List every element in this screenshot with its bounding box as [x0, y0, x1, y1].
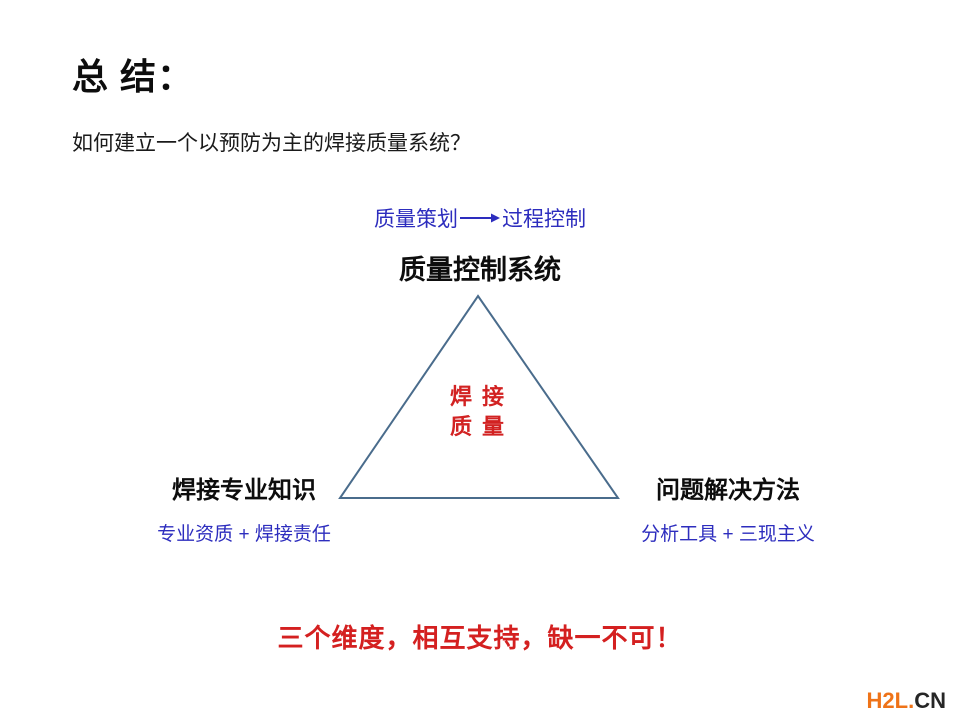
conclusion-text: 三个维度，相互支持，缺一不可！ — [277, 624, 683, 653]
corner-left-title: 焊接专业知识 — [172, 477, 316, 504]
flow-target-label: 过程控制 — [502, 208, 586, 231]
corner-left-subtitle: 专业资质 + 焊接责任 — [157, 523, 331, 545]
watermark-part-2: CN — [914, 688, 946, 713]
triangle-center-label: 焊 接 质 量 — [398, 382, 558, 443]
triangle-outline-icon — [338, 294, 620, 499]
page-subtitle: 如何建立一个以预防为主的焊接质量系统？ — [72, 132, 471, 155]
watermark: H2L.CN — [867, 690, 946, 712]
flow-source-label: 质量策划 — [374, 208, 458, 231]
arrow-right-icon — [459, 207, 501, 230]
flow-top-row: 质量策划 过程控制 — [0, 208, 960, 232]
triangle-corner-right: 问题解决方法 分析工具 + 三现主义 — [578, 477, 878, 545]
corner-right-title: 问题解决方法 — [656, 477, 800, 504]
corner-right-subtitle: 分析工具 + 三现主义 — [641, 523, 815, 545]
watermark-part-1: H2L. — [866, 688, 915, 713]
center-label-line-1: 焊 接 — [449, 384, 507, 409]
triangle-apex-label: 质量控制系统 — [399, 255, 561, 285]
triangle-corner-left: 焊接专业知识 专业资质 + 焊接责任 — [94, 477, 394, 545]
page-title: 总 结： — [72, 56, 195, 97]
center-label-line-2: 质 量 — [449, 414, 507, 440]
